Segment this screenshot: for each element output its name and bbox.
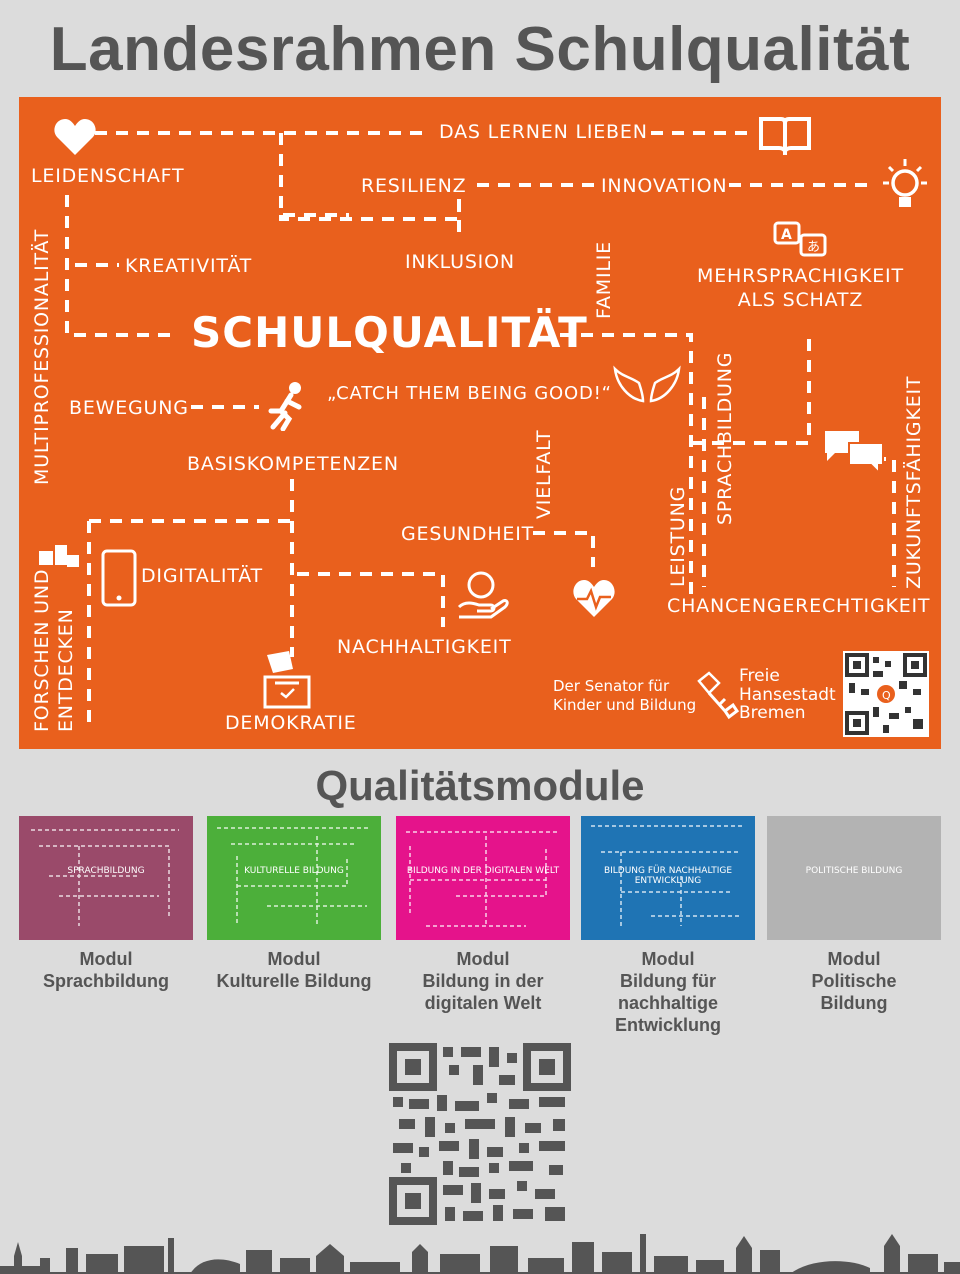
module-caption: Modul Politische Bildung: [811, 949, 897, 1013]
term-multiprofessionalitaet: MULTIPROFESSIONALITÄT: [31, 228, 53, 485]
thumbnail-title: BILDUNG FÜR NACHHALTIGE ENTWICKLUNG: [603, 866, 733, 886]
term-demokratie: DEMOKRATIE: [225, 712, 357, 734]
hand-globe-icon: [457, 571, 509, 619]
term-chancengerechtigkeit: CHANCENGERECHTIGKEIT: [667, 595, 931, 617]
term-das-lernen-lieben: DAS LERNEN LIEBEN: [439, 121, 648, 143]
module-caption: Modul Sprachbildung: [43, 949, 169, 991]
term-gesundheit: GESUNDHEIT: [401, 523, 535, 545]
module-digitale-welt[interactable]: BILDUNG IN DER DIGITALEN WELT Modul Bild…: [396, 816, 570, 1014]
qr-code-icon[interactable]: Q: [843, 651, 929, 737]
svg-text:A: A: [781, 227, 792, 243]
svg-text:あ: あ: [807, 240, 820, 255]
bremen-key-icon: [697, 671, 739, 720]
path-network: [65, 131, 896, 731]
senator-label: Der Senator für Kinder und Bildung: [553, 677, 697, 714]
dashed-paths: [65, 131, 896, 731]
term-entdecken: ENTDECKEN: [55, 608, 77, 732]
page-title: Landesrahmen Schulqualität: [49, 15, 911, 84]
term-leistung: LEISTUNG: [667, 485, 689, 587]
term-catch-them-being-good: „CATCH THEM BEING GOOD!“: [327, 383, 612, 404]
qr-pattern: [389, 1043, 571, 1225]
thumbnail-title: SPRACHBILDUNG: [67, 866, 145, 876]
ballot-box-icon: [263, 651, 311, 709]
module-politische-bildung[interactable]: POLITISCHE BILDUNG Modul Politische Bild…: [767, 816, 941, 1014]
thumbnail-title: BILDUNG IN DER DIGITALEN WELT: [406, 866, 560, 876]
term-vielfalt: VIELFALT: [533, 429, 555, 519]
module-caption: Modul Bildung für nachhaltige Entwicklun…: [614, 949, 721, 1035]
term-forschen: FORSCHEN UND: [31, 568, 53, 732]
module-sprachbildung[interactable]: SPRACHBILDUNG Modul Sprachbildung: [19, 816, 193, 992]
speech-bubbles-icon: [825, 431, 884, 473]
lightbulb-icon: [883, 159, 927, 207]
bremen-label: Freie Hansestadt Bremen: [739, 666, 836, 724]
thumbnail-title: POLITISCHE BILDUNG: [805, 866, 903, 876]
term-digitalitaet: DIGITALITÄT: [141, 565, 263, 587]
term-mehrsprachigkeit: MEHRSPRACHIGKEIT ALS SCHATZ: [697, 265, 904, 311]
term-innovation: INNOVATION: [601, 175, 728, 197]
term-familie: FAMILIE: [593, 241, 615, 319]
term-schulqualitaet: SCHULQUALITÄT: [191, 308, 588, 357]
heartbeat-icon: [573, 580, 615, 617]
term-basiskompetenzen: BASISKOMPETENZEN: [187, 453, 399, 475]
term-kreativitaet: KREATIVITÄT: [125, 255, 253, 277]
qr-code-large[interactable]: [389, 1043, 571, 1225]
module-thumbnail[interactable]: POLITISCHE BILDUNG: [767, 816, 941, 940]
module-thumbnail[interactable]: BILDUNG FÜR NACHHALTIGE ENTWICKLUNG: [581, 816, 755, 940]
wings-icon: [613, 365, 681, 403]
module-caption: Modul Kulturelle Bildung: [216, 949, 372, 991]
modules-title: Qualitätsmodule: [315, 762, 645, 809]
microscope-icon: [39, 545, 79, 567]
thumbnail-title: KULTURELLE BILDUNG: [244, 866, 344, 876]
term-sprachbildung: SPRACHBILDUNG: [714, 351, 736, 525]
thumbnail-paths: [406, 831, 560, 927]
term-resilienz: RESILIENZ: [361, 175, 467, 197]
module-thumbnail[interactable]: BILDUNG IN DER DIGITALEN WELT: [396, 816, 570, 940]
translate-icon: Aあ: [773, 221, 827, 257]
module-thumbnail[interactable]: KULTURELLE BILDUNG: [207, 816, 381, 940]
term-bewegung: BEWEGUNG: [69, 397, 189, 419]
term-zukunftsfaehigkeit: ZUKUNFTSFÄHIGKEIT: [903, 375, 925, 589]
heart-icon: [54, 119, 96, 155]
qr-pattern: Q: [845, 653, 927, 735]
thumbnail-paths: [31, 829, 179, 926]
term-leidenschaft: LEIDENSCHAFT: [31, 165, 185, 187]
book-icon: [759, 117, 811, 155]
svg-text:Q: Q: [882, 689, 891, 702]
module-thumbnail[interactable]: SPRACHBILDUNG: [19, 816, 193, 940]
bremen-skyline-silhouette: [0, 1234, 960, 1274]
tablet-icon: [101, 549, 137, 607]
term-nachhaltigkeit: NACHHALTIGKEIT: [337, 636, 512, 658]
runner-icon: [268, 382, 302, 431]
thumbnail-paths: [591, 825, 745, 926]
thumbnail-paths: [217, 827, 371, 926]
module-caption: Modul Bildung in der digitalen Welt: [422, 949, 544, 1013]
module-nachhaltige-entwicklung[interactable]: BILDUNG FÜR NACHHALTIGE ENTWICKLUNG Modu…: [581, 816, 755, 1036]
module-kulturelle-bildung[interactable]: KULTURELLE BILDUNG Modul Kulturelle Bild…: [207, 816, 381, 992]
term-inklusion: INKLUSION: [405, 251, 515, 273]
